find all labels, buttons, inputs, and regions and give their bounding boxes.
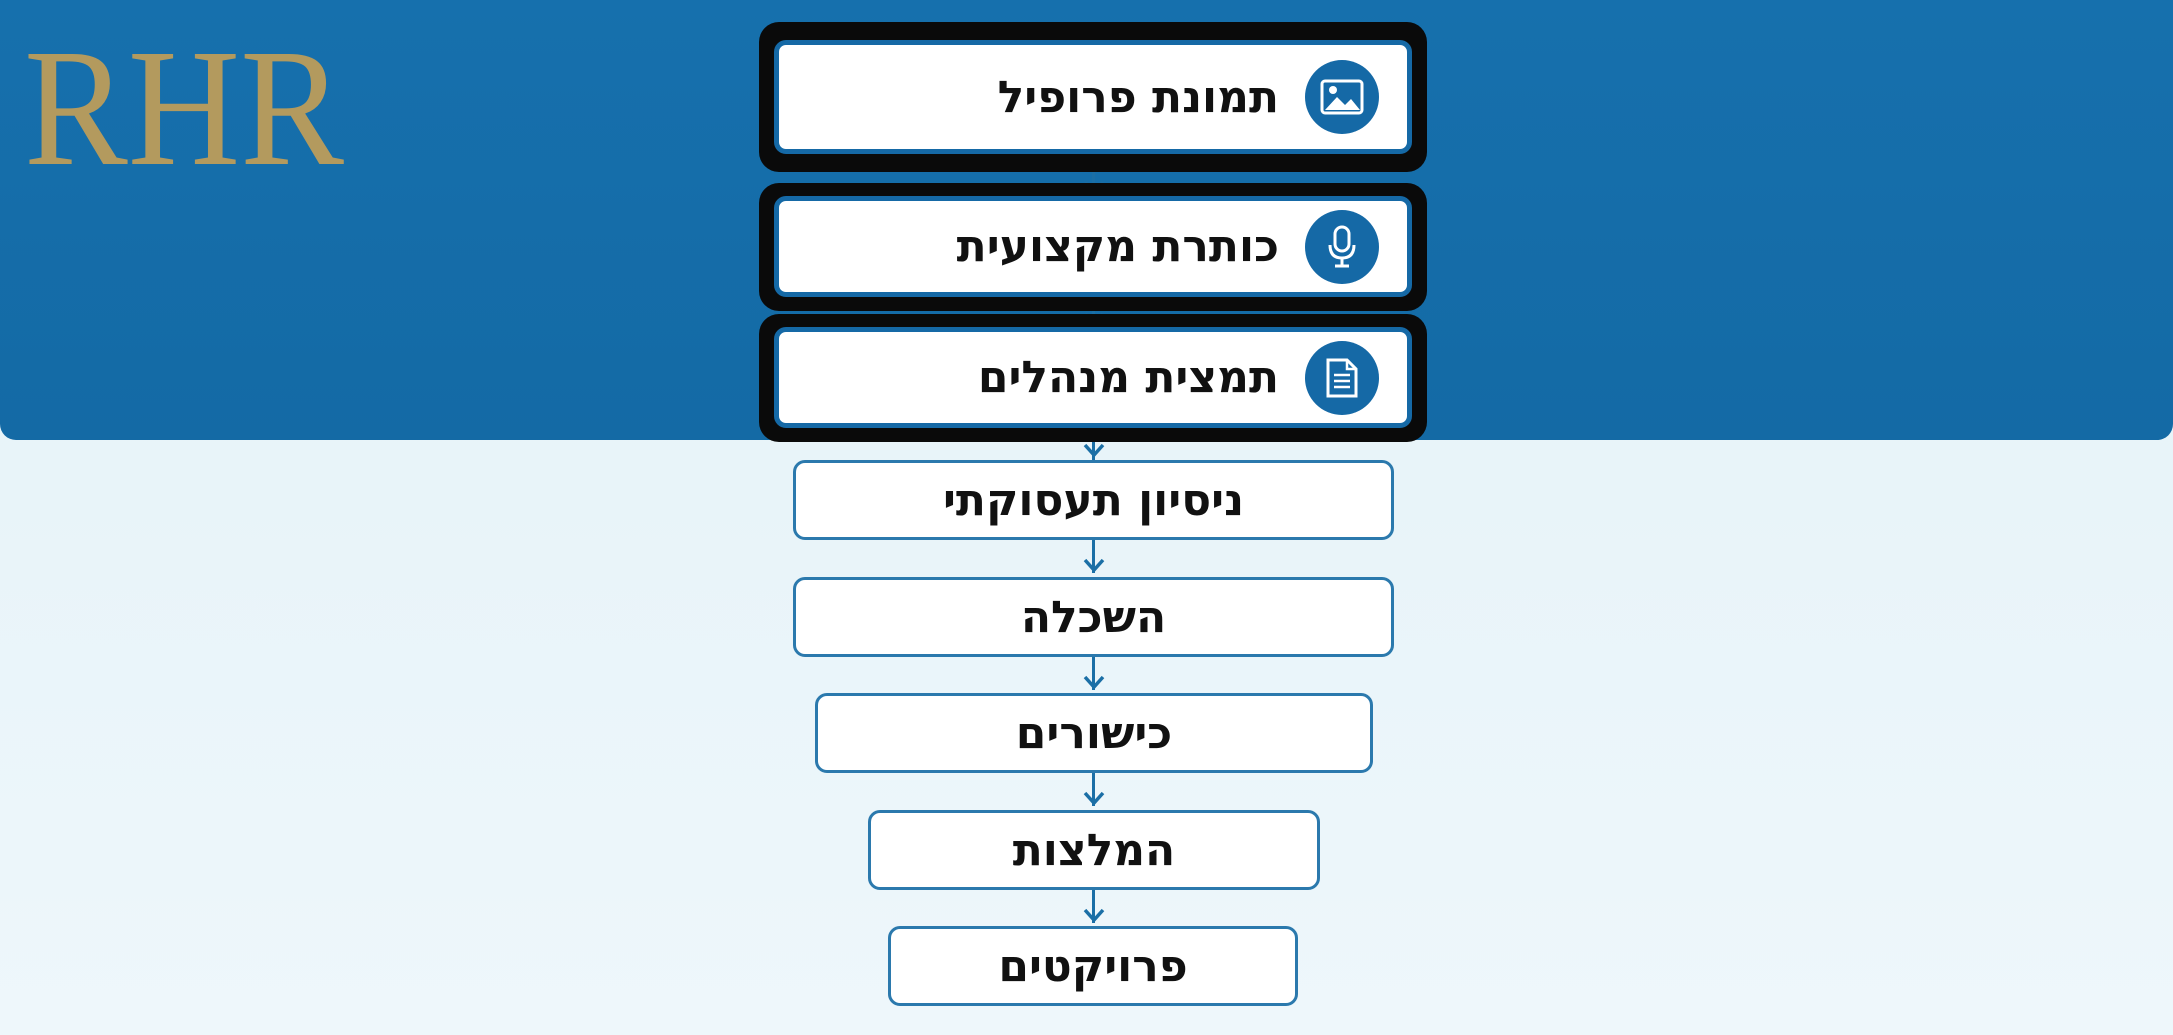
- step-work-experience[interactable]: ניסיון תעסוקתי: [793, 460, 1394, 540]
- microphone-icon: [1305, 209, 1379, 284]
- connector-line: [1092, 160, 1095, 190]
- step-projects[interactable]: פרויקטים: [888, 926, 1298, 1006]
- step-label: תמצית מנהלים: [977, 352, 1279, 403]
- step-label: ניסיון תעסוקתי: [942, 474, 1245, 526]
- logo: RHR: [24, 14, 344, 184]
- arrow-down-icon: [1083, 558, 1105, 572]
- document-icon: [1305, 340, 1379, 415]
- connector-line: [1092, 430, 1095, 460]
- svg-text:RHR: RHR: [24, 15, 344, 184]
- connector-line: [1092, 771, 1095, 806]
- connector-line: [1092, 655, 1095, 690]
- step-profile-photo[interactable]: תמונת פרופיל: [774, 40, 1412, 154]
- arrow-down-icon: [1083, 443, 1105, 457]
- arrow-down-icon: [1083, 791, 1105, 805]
- arrow-down-icon: [1083, 675, 1105, 689]
- step-label: תמונת פרופיל: [997, 71, 1279, 123]
- step-skills[interactable]: כישורים: [815, 693, 1373, 773]
- step-label: פרויקטים: [998, 940, 1188, 992]
- step-recommendations[interactable]: המלצות: [868, 810, 1320, 890]
- step-label: המלצות: [1012, 824, 1176, 876]
- step-education[interactable]: השכלה: [793, 577, 1394, 657]
- step-executive-summary[interactable]: תמצית מנהלים: [774, 327, 1412, 428]
- arrow-down-icon: [1083, 908, 1105, 922]
- step-label: כותרת מקצועית: [956, 221, 1279, 272]
- connector-line: [1092, 888, 1095, 923]
- step-professional-headline[interactable]: כותרת מקצועית: [774, 196, 1412, 297]
- image-icon: [1305, 60, 1379, 134]
- connector-line: [1092, 538, 1095, 573]
- step-label: כישורים: [1015, 707, 1173, 759]
- step-label: השכלה: [1020, 591, 1167, 643]
